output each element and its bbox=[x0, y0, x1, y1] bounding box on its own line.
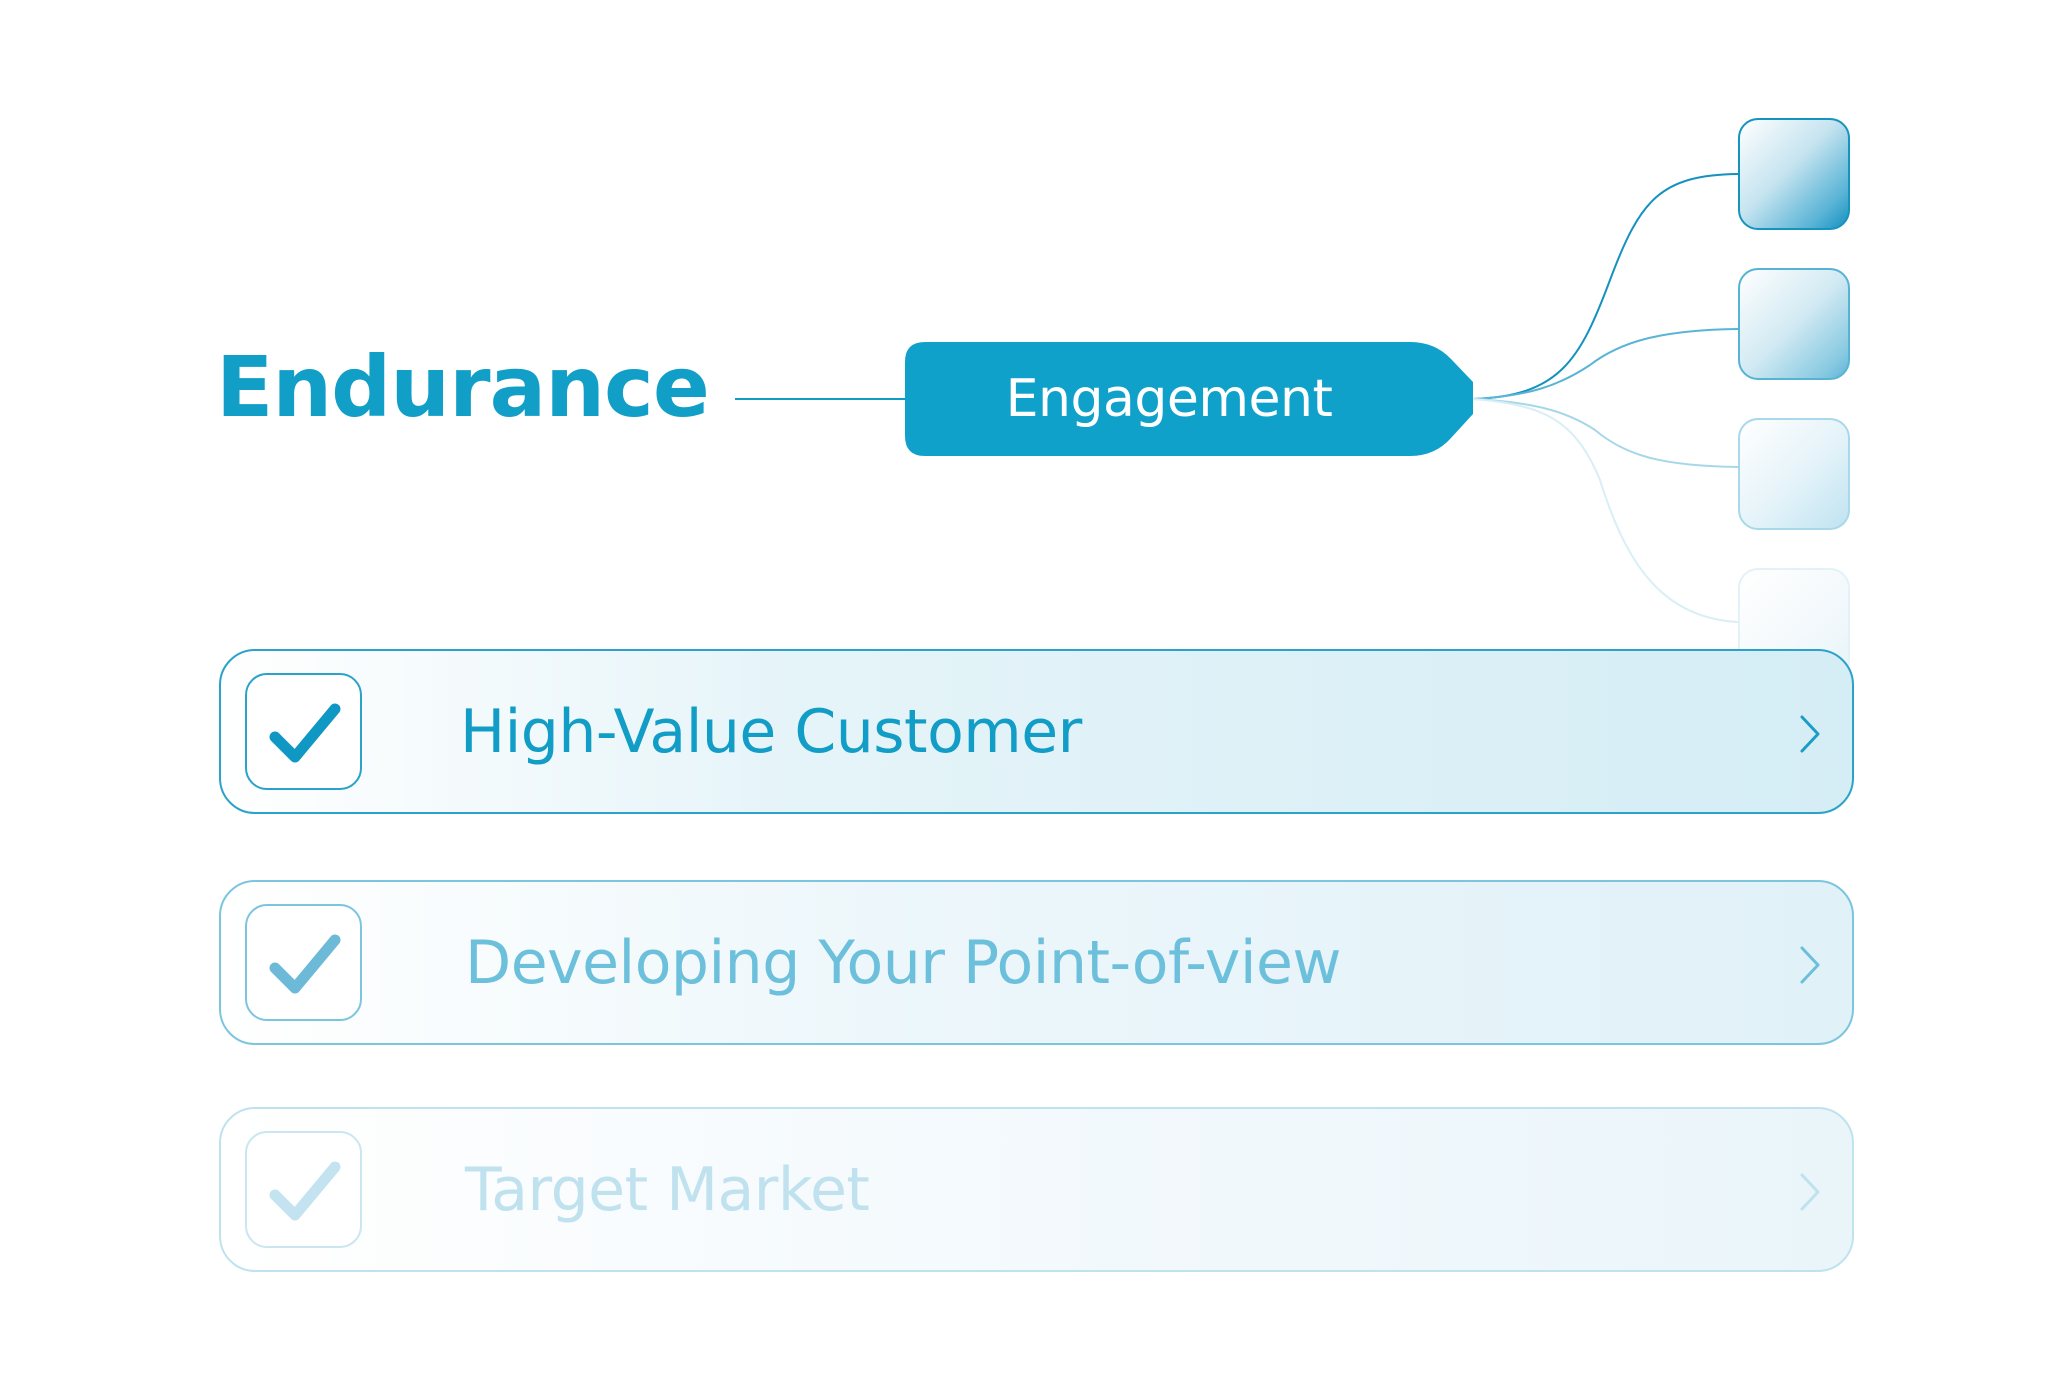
checkmark-icon bbox=[269, 934, 341, 994]
chevron-right-icon[interactable] bbox=[1790, 711, 1830, 757]
chevron-right-icon[interactable] bbox=[1790, 1169, 1830, 1215]
branch-node-3[interactable] bbox=[1738, 418, 1850, 530]
branch-node-2[interactable] bbox=[1738, 268, 1850, 380]
title-connector-line bbox=[735, 398, 911, 400]
checklist-item-label: High-Value Customer bbox=[460, 696, 1082, 767]
page-title: Endurance bbox=[216, 338, 710, 436]
branch-line-4 bbox=[1472, 398, 1739, 623]
checklist-item-high-value-customer[interactable]: High-Value Customer bbox=[219, 649, 1854, 814]
engagement-tag[interactable]: Engagement bbox=[905, 342, 1473, 456]
checkbox[interactable] bbox=[245, 904, 362, 1021]
checklist-item-label: Developing Your Point-of-view bbox=[465, 927, 1342, 998]
checklist-item-developing-your-point-of-view[interactable]: Developing Your Point-of-view bbox=[219, 880, 1854, 1045]
engagement-tag-shape bbox=[905, 342, 1473, 456]
checkbox[interactable] bbox=[245, 1131, 362, 1248]
branch-node-1[interactable] bbox=[1738, 118, 1850, 230]
branch-line-3 bbox=[1472, 398, 1739, 468]
branch-line-1 bbox=[1472, 173, 1739, 400]
checklist-item-target-market[interactable]: Target Market bbox=[219, 1107, 1854, 1272]
branch-line-2 bbox=[1472, 328, 1739, 400]
chevron-right-icon[interactable] bbox=[1790, 942, 1830, 988]
checkbox[interactable] bbox=[245, 673, 362, 790]
checkmark-icon bbox=[269, 703, 341, 763]
checklist-item-label: Target Market bbox=[465, 1154, 870, 1225]
checkmark-icon bbox=[269, 1161, 341, 1221]
engagement-tag-label: Engagement bbox=[1005, 369, 1333, 429]
